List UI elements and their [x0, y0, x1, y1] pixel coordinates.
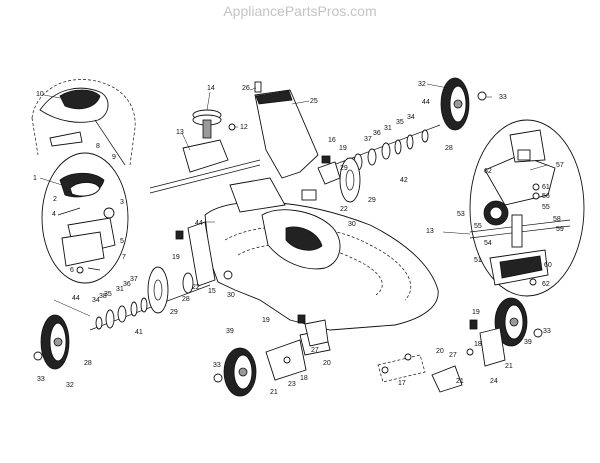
callout-16: 16 — [328, 137, 336, 144]
callout-35: 35 — [396, 119, 404, 126]
lower-left-wheel — [213, 319, 331, 397]
callout-30-left: 30 — [227, 292, 235, 299]
front-height-bracket — [175, 221, 233, 294]
callout-58: 58 — [553, 216, 561, 223]
callout-4: 4 — [52, 211, 56, 218]
mower-deck — [204, 177, 439, 331]
callout-31: 31 — [384, 125, 392, 132]
callout-36: 36 — [373, 130, 381, 137]
callout-8: 8 — [96, 143, 100, 150]
callout-61: 62 — [542, 281, 550, 288]
callout-47: 44 — [422, 99, 430, 106]
callout-14: 14 — [207, 85, 215, 92]
callout-43: 42 — [400, 177, 408, 184]
callout-32-left: 32 — [66, 382, 74, 389]
callout-33-left: 33 — [37, 376, 45, 383]
callout-33-center: 33 — [213, 362, 221, 369]
callout-57: 60 — [544, 262, 552, 269]
callout-28-bottom: 28 — [84, 360, 92, 367]
callout-21-right: 21 — [456, 378, 464, 385]
callout-19-left: 19 — [172, 254, 180, 261]
callout-55-upper: 55 — [542, 204, 550, 211]
lower-right-wheel — [431, 297, 543, 393]
callout-35-left: 35 — [104, 291, 112, 298]
callout-52: 57 — [556, 162, 564, 169]
leader-lines — [39, 83, 548, 317]
site-watermark: AppliancePartsPros.com — [223, 3, 376, 19]
callout-20-right: 20 — [436, 348, 444, 355]
callout-36-left: 36 — [123, 281, 131, 288]
callout-47-left: 44 — [72, 295, 80, 302]
callout-40-left: 39 — [226, 328, 234, 335]
callout-27-right: 27 — [449, 352, 457, 359]
callout-19-right: 19 — [472, 309, 480, 316]
callout-62: 61 — [542, 184, 550, 191]
callout-labels: 10 8 9 1 2 3 4 5 6 7 14 12 13 26 25 16 1… — [33, 81, 564, 396]
callout-25: 25 — [310, 98, 318, 105]
callout-44: 44 — [195, 220, 203, 227]
callout-30-top: 30 — [348, 221, 356, 228]
callout-54: 54 — [484, 240, 492, 247]
lower-center-hardware — [297, 314, 426, 383]
callout-18-right: 18 — [474, 341, 482, 348]
callout-19-center: 19 — [262, 317, 270, 324]
callout-21-left: 21 — [270, 389, 278, 396]
callout-17: 17 — [398, 380, 406, 387]
callout-33-top: 33 — [499, 94, 507, 101]
callout-28-left: 28 — [182, 296, 190, 303]
callout-13-right: 13 — [426, 228, 434, 235]
right-rear-wheel — [440, 77, 487, 131]
callout-15: 15 — [208, 288, 216, 295]
callout-21-far: 21 — [505, 363, 513, 370]
callout-55-lower: 55 — [474, 223, 482, 230]
right-axle-hardware — [317, 124, 441, 203]
callout-29-mid: 29 — [340, 165, 348, 172]
handle-upper-assembly — [31, 79, 136, 166]
callout-2: 2 — [53, 196, 57, 203]
callout-34: 34 — [407, 114, 415, 121]
callout-31-left: 31 — [116, 286, 124, 293]
callout-51: 51 — [474, 257, 482, 264]
callout-5: 5 — [120, 238, 124, 245]
callout-38: 38 — [99, 293, 107, 300]
callout-37-left: 37 — [130, 276, 138, 283]
gear-case-detail-inset — [469, 119, 585, 297]
callout-18-left: 18 — [300, 375, 308, 382]
callout-10: 10 — [36, 91, 44, 98]
callout-28-top: 28 — [445, 145, 453, 152]
callout-22-left: 22 — [192, 284, 200, 291]
callout-23: 23 — [288, 381, 296, 388]
callout-19: 19 — [339, 145, 347, 152]
bag-detail-inset — [41, 152, 129, 284]
callout-60: 62 — [484, 168, 492, 175]
callout-7: 7 — [122, 254, 126, 261]
left-axle-hardware — [89, 266, 211, 331]
callout-13: 13 — [176, 129, 184, 136]
callout-29-right: 29 — [368, 197, 376, 204]
callout-56: 56 — [542, 193, 550, 200]
callout-37: 37 — [364, 136, 372, 143]
callout-22-top: 22 — [340, 206, 348, 213]
callout-3: 3 — [120, 199, 124, 206]
callout-20-left: 20 — [323, 360, 331, 367]
drive-pulley-transmission — [149, 109, 261, 194]
callout-29-left: 29 — [170, 309, 178, 316]
left-front-wheel — [33, 314, 70, 370]
callout-6: 6 — [70, 267, 74, 274]
callout-40-right: 39 — [524, 339, 532, 346]
callout-59: 59 — [556, 226, 564, 233]
callout-9: 9 — [112, 154, 116, 161]
callout-33-right: 33 — [543, 328, 551, 335]
callout-24: 24 — [490, 378, 498, 385]
callout-34-left: 34 — [92, 297, 100, 304]
callout-26: 26 — [242, 85, 250, 92]
callout-41: 41 — [135, 329, 143, 336]
callout-27-left: 27 — [311, 347, 319, 354]
callout-1: 1 — [33, 175, 37, 182]
rear-discharge-chute — [254, 81, 319, 179]
callout-32-top: 32 — [418, 81, 426, 88]
callout-12: 12 — [240, 124, 248, 131]
callout-53: 53 — [457, 211, 465, 218]
